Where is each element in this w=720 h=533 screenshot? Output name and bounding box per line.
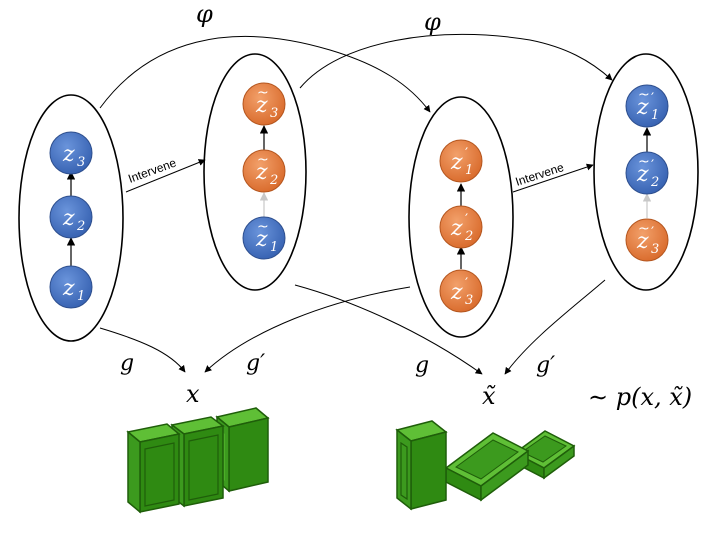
svg-text:2: 2 [76,219,85,234]
g-arrow-left [99,327,186,373]
node-z-tilde-3: z ~ 3 [242,82,286,126]
output-x-tilde-label: x̃ [482,382,496,410]
block-scene-x [126,407,270,514]
block-upright-1 [126,423,181,514]
label-g-right: g [415,353,429,378]
svg-text:z: z [62,206,75,231]
node-z-prime-tilde-2: z ~ ′ 2 [625,151,669,195]
svg-text:3: 3 [270,106,278,121]
latent-group-z [18,94,124,342]
svg-text:z: z [636,95,649,120]
label-g-prime-left: g′ [246,351,265,376]
distribution-label: ∼ p(x, x̃) [588,383,692,411]
svg-text:′: ′ [465,212,468,228]
latent-group-z-tilde [203,53,307,291]
svg-text:z: z [255,227,268,252]
svg-text:~: ~ [257,219,269,235]
block-flat-1 [444,432,530,502]
output-x-label: x [186,380,200,408]
label-intervene-right: Intervene [514,160,566,189]
latent-group-z-prime [408,96,514,338]
svg-text:1: 1 [651,108,659,123]
svg-text:′: ′ [651,225,654,241]
svg-text:z: z [255,160,268,185]
node-z-prime-tilde-1: z ~ ′ 1 [625,84,669,128]
svg-text:~: ~ [257,85,269,101]
svg-text:~: ~ [257,152,269,168]
svg-text:1: 1 [77,289,85,304]
intervene-arrow-right [512,163,594,193]
node-z3: z 3 [49,131,93,175]
g-prime-arrow-left [204,286,411,373]
svg-text:z: z [636,229,649,254]
svg-text:z: z [636,162,649,187]
node-z-prime-3: z ′ 3 [439,269,483,313]
label-g-prime-right: g′ [536,353,555,378]
svg-text:z: z [450,280,463,305]
phi-arrow-right [299,33,613,89]
svg-text:z: z [62,142,75,167]
svg-text:~: ~ [638,87,650,103]
svg-text:1: 1 [270,240,278,255]
svg-text:′: ′ [651,158,654,174]
node-z-prime-2: z ′ 2 [439,205,483,249]
g-prime-arrow-right [504,279,606,375]
label-phi-left: φ [196,0,213,28]
svg-text:2: 2 [464,229,473,244]
block-upright-leaning [395,420,448,511]
phi-arrow-left [99,35,431,113]
svg-text:z: z [255,93,268,118]
block-upright-3 [215,407,270,493]
svg-text:z: z [62,276,75,301]
svg-text:3: 3 [465,293,473,308]
svg-text:z: z [450,216,463,241]
svg-text:′: ′ [465,276,468,292]
node-z-tilde-2: z ~ 2 [242,149,286,193]
intervene-arrow-left [125,159,206,193]
node-z-tilde-1: z ~ 1 [242,216,286,260]
block-scene-x-tilde [395,420,576,511]
label-phi-right: φ [424,8,441,36]
node-z1: z 1 [49,265,93,309]
node-z-prime-tilde-3: z ~ ′ 3 [625,218,669,262]
svg-text:2: 2 [269,173,278,188]
latent-group-z-prime-tilde [593,53,699,291]
node-z2: z 2 [49,195,93,239]
node-z-prime-1: z ′ 1 [439,139,483,183]
label-g-left: g [120,351,134,376]
svg-text:3: 3 [651,242,659,257]
g-arrow-right [294,284,483,375]
svg-text:′: ′ [465,146,468,162]
svg-text:1: 1 [465,163,473,178]
svg-text:′: ′ [651,91,654,107]
svg-text:z: z [450,150,463,175]
svg-text:3: 3 [77,155,85,170]
svg-text:2: 2 [650,175,659,190]
svg-text:~: ~ [638,154,650,170]
svg-text:~: ~ [638,221,650,237]
